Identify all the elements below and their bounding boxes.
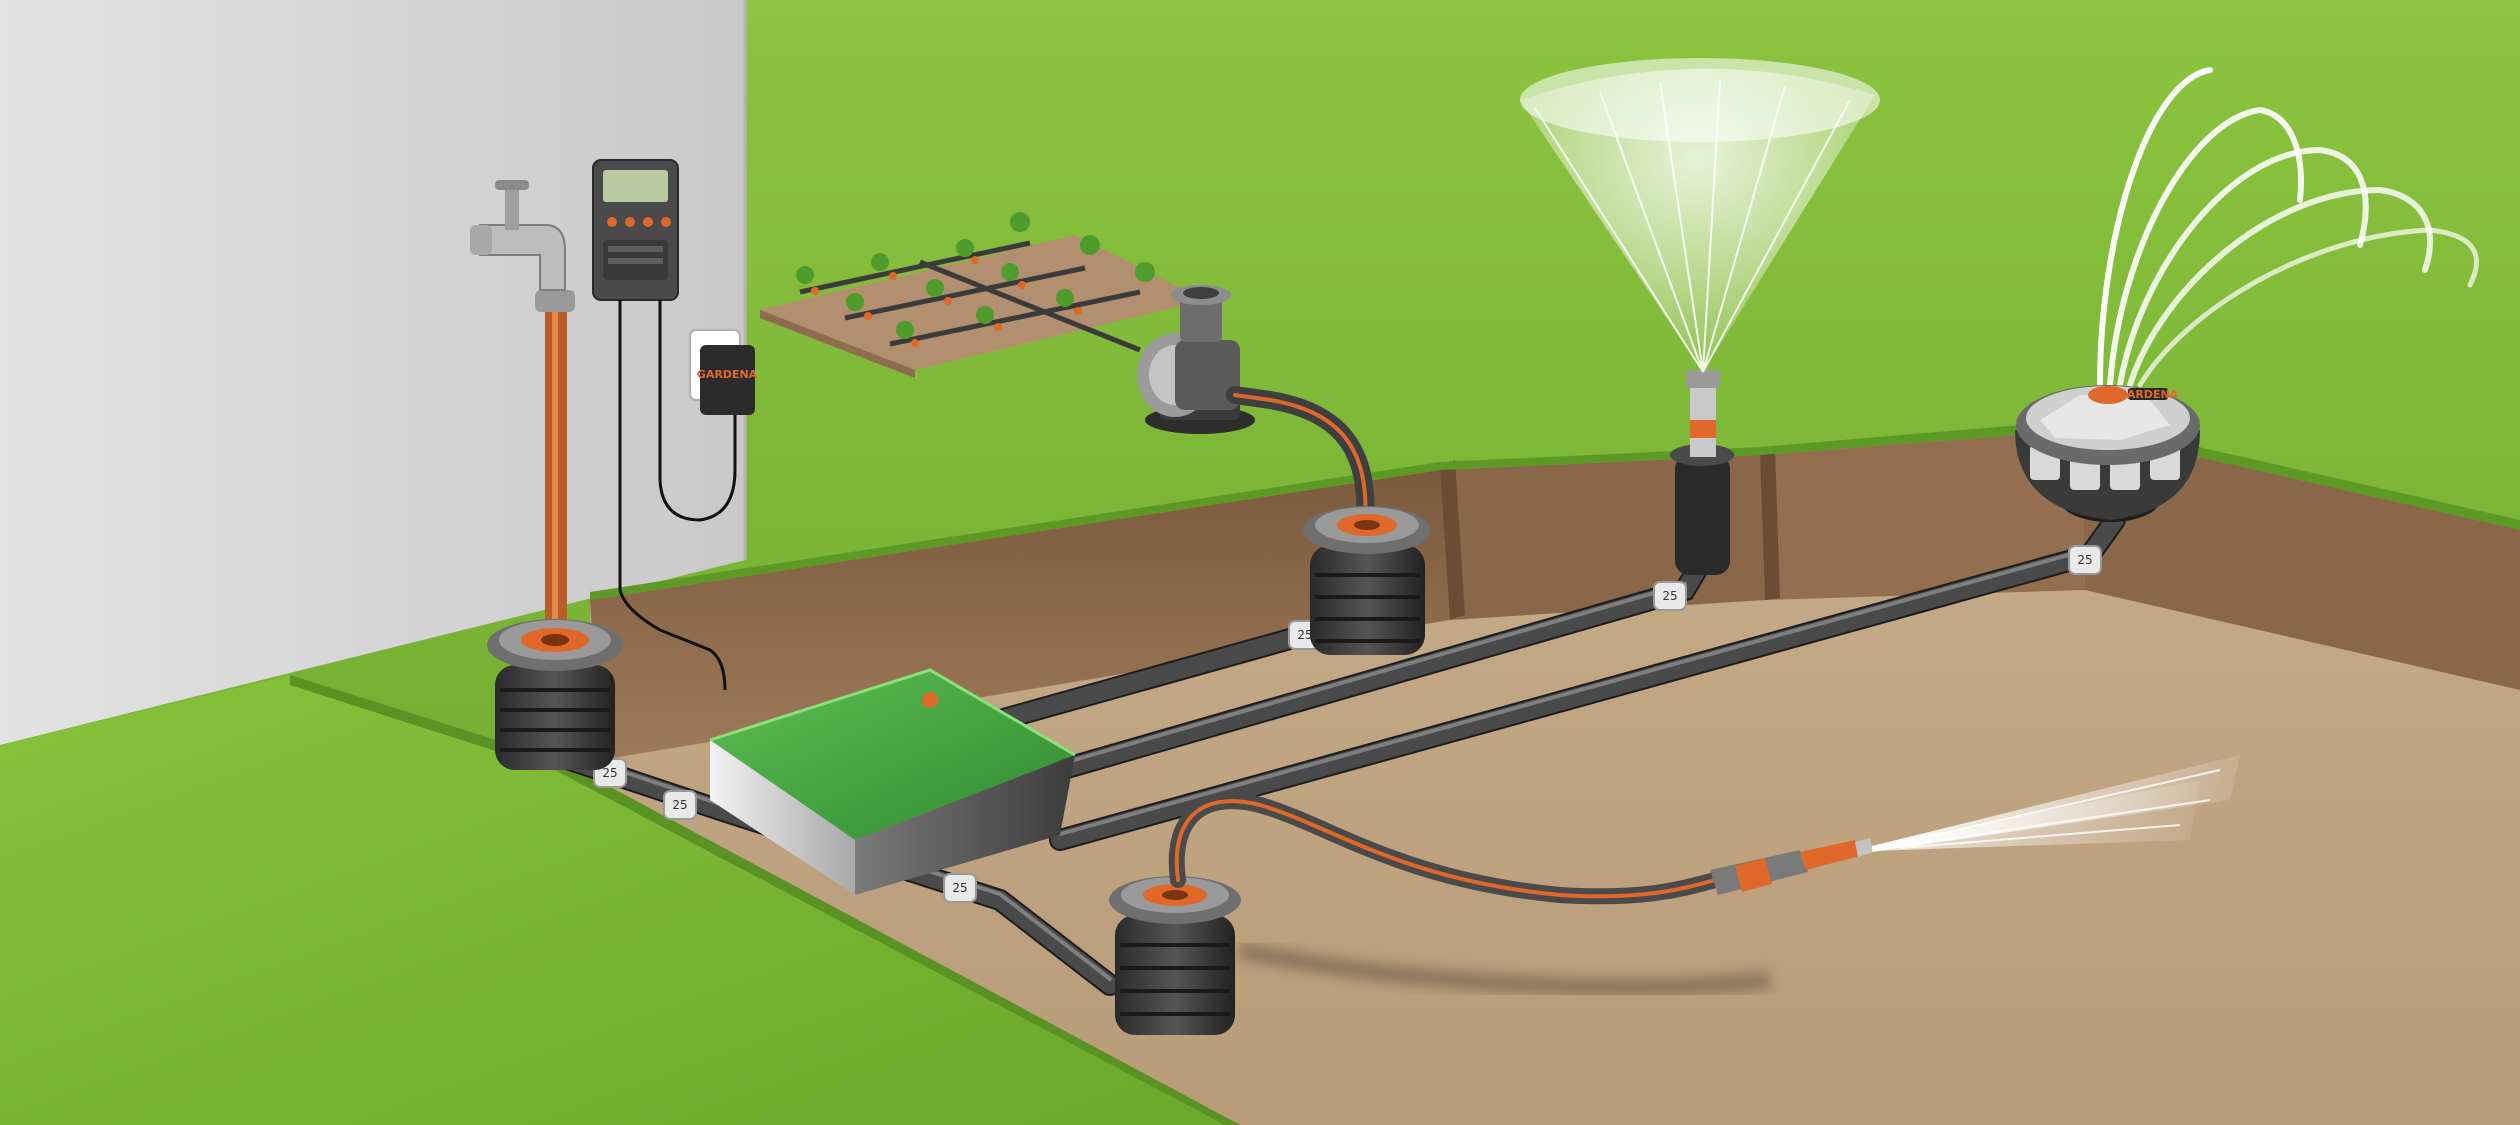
irrigation-controller xyxy=(592,159,679,301)
fitting-label: 25 xyxy=(952,881,967,895)
pop-up-spray xyxy=(1520,58,1880,373)
fitting-label: 25 xyxy=(602,766,617,780)
controller-icon xyxy=(592,159,679,301)
nozzle-icon xyxy=(1710,838,1873,895)
pump xyxy=(1137,285,1255,434)
pipe-fitting: 25 xyxy=(2068,545,2102,575)
fitting-label: 25 xyxy=(2077,553,2092,567)
fitting-label: 25 xyxy=(1662,589,1677,603)
garden-hose xyxy=(1168,793,1723,905)
power-plug: GARDENA xyxy=(689,329,758,415)
front-hose-shadow xyxy=(1238,941,1772,997)
pipe-fitting: 25 xyxy=(1653,581,1687,611)
water-connector-box-center xyxy=(1303,506,1431,655)
fitting-label: 25 xyxy=(672,798,687,812)
pipe-fitting: 25 xyxy=(943,873,977,903)
plug-brand-label: GARDENA xyxy=(697,368,758,381)
connector-box-icon xyxy=(1303,506,1431,655)
nozzle-water-jet xyxy=(1872,755,2240,852)
plant-icon xyxy=(796,212,1155,339)
drip-irrigation-bed xyxy=(760,212,1205,378)
pump-icon xyxy=(1137,285,1255,434)
water-tap xyxy=(470,180,575,630)
pop-up-sprinkler xyxy=(1670,370,1734,575)
sprinkler-brand-label: GARDENA xyxy=(2118,388,2179,401)
oscillating-spray xyxy=(2097,67,2479,388)
pipe-fittings: 25 25 25 25 25 25 xyxy=(593,545,2102,903)
water-connector-box-front xyxy=(1109,876,1241,1035)
front-lawn xyxy=(0,675,1240,1125)
oscillating-sprinkler: GARDENA xyxy=(2015,385,2200,522)
spray-nozzle xyxy=(1710,838,1873,895)
connector-box-icon xyxy=(487,619,623,770)
valve-box-icon xyxy=(709,668,1076,895)
faucet-icon xyxy=(470,180,575,630)
connector-box-icon xyxy=(1109,876,1241,1035)
water-connector-box-left xyxy=(487,619,623,770)
fitting-label: 25 xyxy=(1297,628,1312,642)
plug-icon: GARDENA xyxy=(689,329,758,415)
pipe-fitting: 25 xyxy=(663,790,697,820)
valve-box xyxy=(709,668,1076,895)
sprinkler-icon xyxy=(1670,370,1734,575)
pump-hose xyxy=(1226,386,1375,529)
control-cables xyxy=(618,300,737,691)
sprinkler-icon: GARDENA xyxy=(2015,385,2200,522)
